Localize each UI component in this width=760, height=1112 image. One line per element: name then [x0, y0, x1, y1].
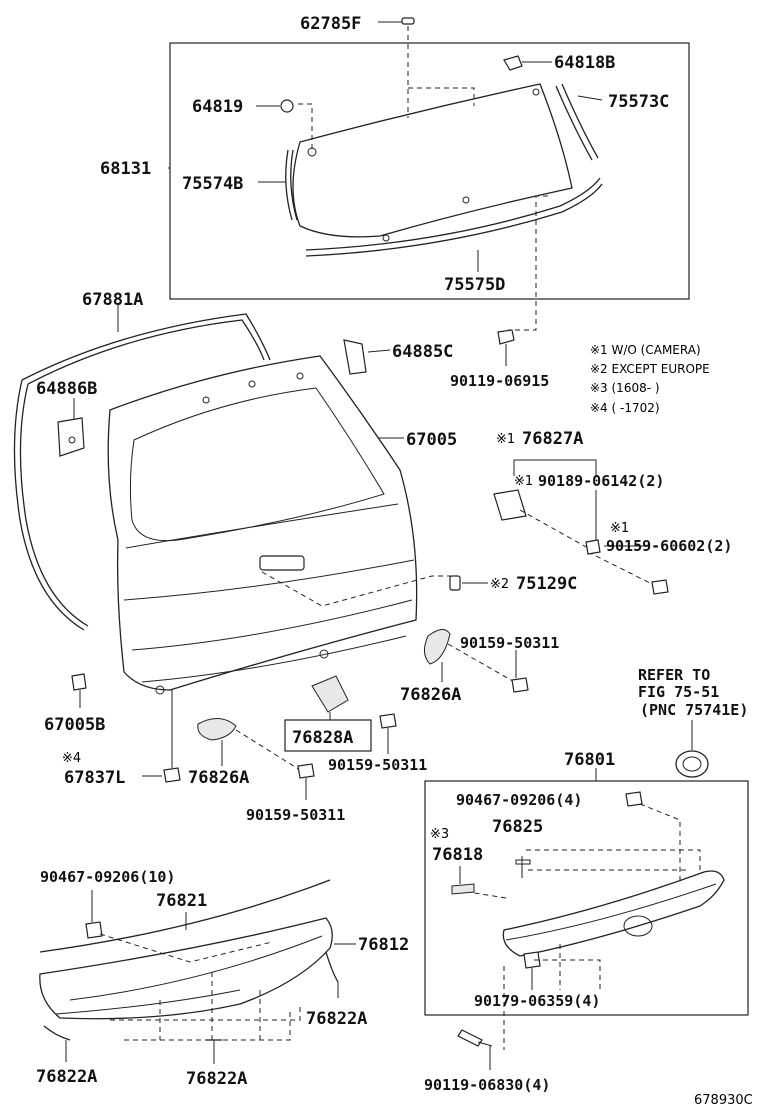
- bracket-76828A: [311, 675, 349, 713]
- label-67837L: 67837L: [64, 768, 125, 788]
- label-75575D: 75575D: [444, 275, 505, 295]
- clip-76822A-a: [43, 1025, 71, 1041]
- back-window-glass: [292, 83, 573, 238]
- label-64819: 64819: [192, 97, 243, 117]
- weatherstrip-67881A: [21, 313, 271, 381]
- label-90159-50311-a: 90159-50311: [460, 634, 559, 652]
- label-76821: 76821: [156, 891, 207, 911]
- emblem-75129C: [449, 575, 461, 591]
- label-67005B: 67005B: [44, 715, 105, 735]
- label-90189-06142: 90189-06142(2): [538, 472, 664, 490]
- molding-75575D: [305, 177, 601, 251]
- glass-group-box: [169, 42, 690, 300]
- label-75129C: 75129C: [516, 574, 577, 594]
- emblem-75741E: [675, 750, 709, 778]
- label-76825: 76825: [492, 817, 543, 837]
- garnish-76801: [502, 870, 725, 957]
- legend-line-2: ※2 EXCEPT EUROPE: [590, 362, 710, 376]
- label-76801: 76801: [564, 750, 615, 770]
- refer-line-2: FIG 75-51: [638, 683, 719, 701]
- spoiler-bracket-no1: [424, 629, 451, 665]
- label-76818: 76818: [432, 845, 483, 865]
- garnish-group-box: [424, 780, 749, 1016]
- label-68131: 68131: [100, 159, 151, 179]
- label-90159-50311-c: 90159-50311: [246, 806, 345, 824]
- label-64886B: 64886B: [36, 379, 97, 399]
- label-75573C: 75573C: [608, 92, 669, 112]
- nut-90189-06142: [585, 539, 601, 555]
- clip-64819: [280, 99, 294, 113]
- mark-90189: ※1: [514, 474, 533, 489]
- cover-76821: [39, 879, 331, 953]
- molding-75574B: [285, 149, 293, 221]
- label-90159-50311-b: 90159-50311: [328, 756, 427, 774]
- label-64818B: 64818B: [554, 53, 615, 73]
- clip-76822A-c: [325, 951, 339, 983]
- label-76822A-a: 76822A: [36, 1067, 97, 1087]
- figure-number: 678930C: [694, 1093, 753, 1108]
- spoiler-bracket-no2: [197, 718, 237, 741]
- legend-line-3: ※3 (1608- ): [590, 381, 660, 395]
- label-76828A: 76828A: [292, 728, 353, 748]
- plug-67005B: [71, 673, 87, 691]
- bracket-76827A: [493, 489, 527, 521]
- legend-line-4: ※4 ( -1702): [590, 401, 660, 415]
- label-76822A-c: 76822A: [306, 1009, 367, 1029]
- spoiler-76812: [39, 917, 333, 1020]
- highlight-76828A: [284, 719, 372, 752]
- mark-76827A: ※1: [496, 432, 515, 447]
- label-76826A-no2: 76826A: [188, 768, 249, 788]
- label-90159-60602: 90159-60602(2): [606, 537, 732, 555]
- weatherstrip-75573C: [555, 85, 593, 161]
- label-67881A: 67881A: [82, 290, 143, 310]
- back-door-panel: [107, 355, 418, 691]
- label-76812: 76812: [358, 935, 409, 955]
- label-90467-09206-4: 90467-09206(4): [456, 791, 582, 809]
- screw-90467-09206-4: [625, 791, 643, 807]
- bolt-90119-06915: [497, 329, 515, 345]
- refer-line-1: REFER TO: [638, 666, 710, 684]
- label-90179-06359: 90179-06359(4): [474, 992, 600, 1010]
- label-90119-06915: 90119-06915: [450, 372, 549, 390]
- label-90119-06830: 90119-06830(4): [424, 1076, 550, 1094]
- label-90467-09206-10: 90467-09206(10): [40, 868, 175, 886]
- bolt-90119-06830: [457, 1029, 483, 1047]
- cushion-64885C: [343, 339, 367, 375]
- legend-line-1: ※1 W/O (CAMERA): [590, 343, 701, 357]
- mark-67837L: ※4: [62, 751, 81, 766]
- screw-90159-50311-b: [379, 713, 397, 729]
- screw-90467-09206-10: [85, 921, 103, 939]
- lamp-76818: [451, 883, 475, 895]
- mark-90159-60602: ※1: [610, 521, 629, 536]
- clip-64818B: [503, 55, 523, 71]
- label-75574B: 75574B: [182, 174, 243, 194]
- screw-90159-50311-c: [297, 763, 315, 779]
- screw-90159-50311-a: [511, 677, 529, 693]
- label-76826A-no1: 76826A: [400, 685, 461, 705]
- label-64885C: 64885C: [392, 342, 453, 362]
- label-76822A-b: 76822A: [186, 1069, 247, 1089]
- stopper-67837L: [163, 767, 181, 783]
- mark-75129C: ※2: [490, 577, 509, 592]
- label-67005: 67005: [406, 430, 457, 450]
- mark-76818: ※3: [430, 827, 449, 842]
- refer-line-3: (PNC 75741E): [640, 701, 748, 719]
- nut-90179-06359: [523, 951, 541, 969]
- label-76827A: 76827A: [522, 429, 583, 449]
- screw-90159-60602: [651, 579, 669, 595]
- label-62785F: 62785F: [300, 14, 361, 34]
